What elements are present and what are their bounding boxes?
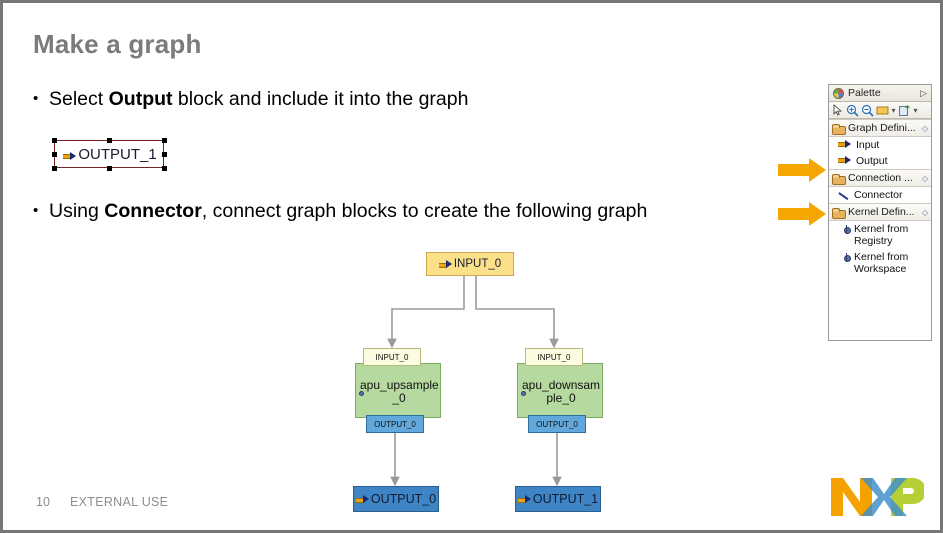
nxp-logo <box>829 476 926 518</box>
palette-item-label: Connector <box>854 189 903 202</box>
bullet-item-select-output: • Select Output block and include it into… <box>33 88 469 110</box>
arrow-shaft <box>778 164 810 176</box>
palette-group-kernel-definition[interactable]: Kernel Defin... ◇ <box>829 203 931 222</box>
palette-group-label: Graph Defini... <box>848 122 916 134</box>
bullet-1-pre: Select <box>49 88 109 110</box>
palette-item-label: Input <box>856 139 880 151</box>
resize-handle-bottom-center[interactable] <box>106 165 112 171</box>
bullet-2-post: , connect graph blocks to create the fol… <box>201 200 648 222</box>
palette-item-input[interactable]: Input <box>829 137 931 153</box>
zoom-out-icon[interactable] <box>861 104 874 117</box>
palette-item-label: Kernel from Workspace <box>854 251 909 276</box>
footer-label: EXTERNAL USE <box>70 495 169 509</box>
graph-node-input0-label: INPUT_0 <box>453 258 502 270</box>
kernel-anchor-icon <box>521 391 526 396</box>
selected-output-block-box[interactable]: OUTPUT_1 <box>54 140 164 168</box>
bullet-2-pre: Using <box>49 200 105 222</box>
arrow-to-connector-palette-item <box>778 202 828 226</box>
bullet-marker: • <box>33 90 39 107</box>
port-arrow-icon <box>517 495 531 504</box>
note-icon[interactable] <box>876 104 889 117</box>
kernel-icon <box>842 225 851 235</box>
graph-node-output1-label: OUTPUT_1 <box>532 492 599 506</box>
palette-group-graph-definition[interactable]: Graph Defini... ◇ <box>829 119 931 137</box>
arrow-head <box>809 202 826 226</box>
new-item-icon[interactable] <box>898 104 911 117</box>
resize-handle-top-left[interactable] <box>51 137 57 143</box>
palette-toolbar[interactable]: ▾ ▾ <box>829 102 931 119</box>
graph-node-output1[interactable]: OUTPUT_1 <box>515 486 601 512</box>
page-number: 10 <box>36 495 50 509</box>
graph-node-input0[interactable]: INPUT_0 <box>426 252 514 276</box>
port-arrow-icon <box>438 260 452 269</box>
group-toggle-icon[interactable]: ◇ <box>921 173 928 183</box>
note-dropdown-icon[interactable]: ▾ <box>891 105 896 115</box>
palette-header[interactable]: Palette ▷ <box>829 85 931 102</box>
bullet-marker: • <box>33 202 39 219</box>
selected-output-block-label: OUTPUT_1 <box>78 146 157 163</box>
folder-icon <box>832 124 846 135</box>
graph-node-apu-upsample-label: apu_upsample_0 <box>360 378 439 406</box>
connector-line-icon <box>838 191 851 201</box>
arrow-head <box>809 158 826 182</box>
resize-handle-middle-left[interactable] <box>51 151 57 157</box>
selected-output-block[interactable]: OUTPUT_1 <box>50 136 168 172</box>
palette-title: Palette <box>848 87 881 99</box>
page-title: Make a graph <box>33 29 202 59</box>
resize-handle-top-center[interactable] <box>106 137 112 143</box>
port-output-label: OUTPUT_0 <box>374 419 416 429</box>
select-tool-icon[interactable] <box>831 103 844 117</box>
bullet-1-post: block and include it into the graph <box>172 88 469 110</box>
palette-group-connection[interactable]: Connection ... ◇ <box>829 169 931 188</box>
palette-item-kernel-from-registry[interactable]: Kernel from Registry <box>829 221 931 249</box>
port-input-label: INPUT_0 <box>537 352 571 362</box>
arrow-to-output-palette-item <box>778 158 828 182</box>
palette-group-label: Connection ... <box>848 172 913 185</box>
bullet-2-strong: Connector <box>104 200 202 222</box>
port-arrow-icon <box>838 155 851 164</box>
bullet-item-using-connector: • Using Connector, connect graph blocks t… <box>33 200 648 222</box>
graph-node-apu-upsample[interactable]: apu_upsample_0 <box>355 363 441 418</box>
selected-output-block-label-wrap: OUTPUT_1 <box>55 141 165 169</box>
connector-input0-to-downsample <box>475 276 559 349</box>
connector-input0-to-upsample <box>387 276 465 349</box>
group-toggle-icon[interactable]: ◇ <box>921 207 928 217</box>
bullet-1-strong: Output <box>108 88 173 110</box>
port-arrow-icon <box>63 151 77 160</box>
resize-handle-middle-right[interactable] <box>161 151 167 157</box>
chevron-right-icon[interactable]: ▷ <box>920 87 927 98</box>
kernel-anchor-icon <box>359 391 364 396</box>
graph-node-output0[interactable]: OUTPUT_0 <box>353 486 439 512</box>
palette-group-label: Kernel Defin... <box>848 206 915 219</box>
resize-handle-bottom-right[interactable] <box>161 165 167 171</box>
palette-item-label: Kernel from Registry <box>854 223 909 248</box>
palette-item-connector[interactable]: Connector <box>829 187 931 203</box>
port-input-apu-downsample[interactable]: INPUT_0 <box>525 348 583 366</box>
kernel-icon <box>842 253 851 263</box>
port-arrow-icon <box>355 495 369 504</box>
resize-handle-top-right[interactable] <box>161 137 167 143</box>
resize-handle-bottom-left[interactable] <box>51 165 57 171</box>
folder-icon <box>832 208 846 220</box>
port-input-label: INPUT_0 <box>375 352 409 362</box>
graph-node-output0-label: OUTPUT_0 <box>370 492 437 506</box>
palette-panel[interactable]: Palette ▷ ▾ ▾ Graph Defini. <box>828 84 932 341</box>
palette-item-output[interactable]: Output <box>829 153 931 169</box>
port-input-apu-upsample[interactable]: INPUT_0 <box>363 348 421 366</box>
arrow-shaft <box>778 208 810 220</box>
group-toggle-icon[interactable]: ◇ <box>921 123 928 133</box>
new-item-dropdown-icon[interactable]: ▾ <box>913 105 918 115</box>
port-output-label: OUTPUT_0 <box>536 419 578 429</box>
port-output-apu-upsample[interactable]: OUTPUT_0 <box>366 415 424 433</box>
palette-item-label: Output <box>856 155 888 168</box>
port-output-apu-downsample[interactable]: OUTPUT_0 <box>528 415 586 433</box>
palette-icon <box>833 87 844 99</box>
port-arrow-icon <box>838 139 851 148</box>
palette-item-kernel-from-workspace[interactable]: Kernel from Workspace <box>829 249 931 277</box>
folder-icon <box>832 174 846 186</box>
zoom-in-icon[interactable] <box>846 104 859 117</box>
